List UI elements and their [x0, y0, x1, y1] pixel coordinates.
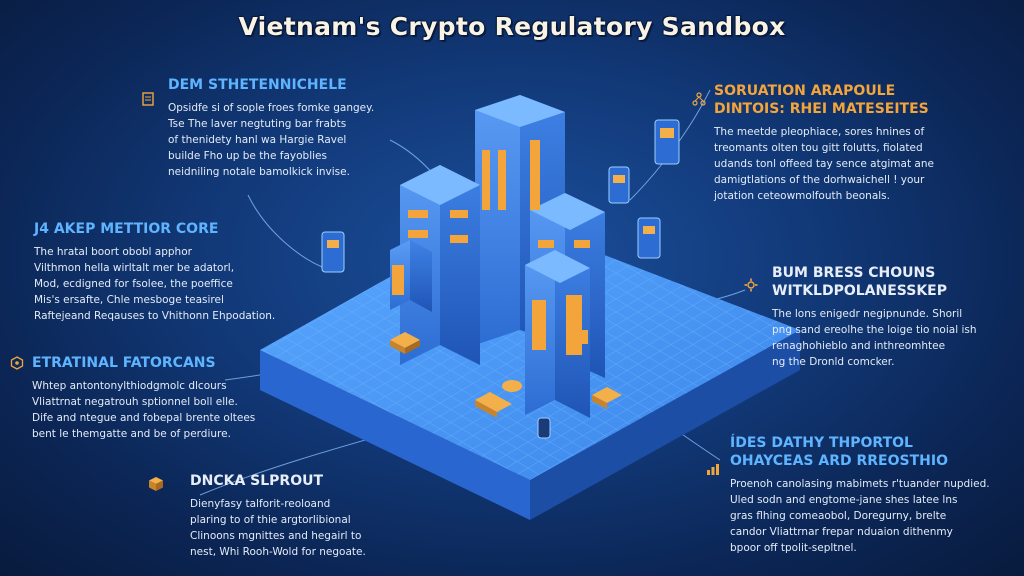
block-heading-line-2: OHAYCEAS ARD RREOSTHIO	[730, 453, 948, 469]
info-block-7: DNCKA SLPROUT Dienyfasy talforit-reoloan…	[190, 472, 366, 560]
chart-icon	[707, 464, 719, 475]
platform-left-side	[260, 350, 530, 520]
info-block-2: SORUATION ARAPOULE DINTOIS: RHEI MATESEI…	[714, 82, 934, 204]
platform-objects	[390, 332, 622, 439]
info-block-6: ÍDES DATHY THPORTOL OHAYCEAS ARD RREOSTH…	[730, 434, 990, 556]
buildings	[390, 95, 605, 418]
page-title: Vietnam's Crypto Regulatory Sandbox	[238, 12, 786, 41]
block-text: Dienyfasy talforit-reoloand plaring to o…	[190, 498, 366, 558]
block-text: Opsidfe si of sople froes fomke gangey. …	[168, 102, 375, 178]
floating-panels	[321, 119, 680, 273]
network-icon	[692, 92, 706, 106]
block-text: The lons enigedr negipnunde. Shoril png …	[772, 308, 977, 368]
block-heading: BUM BRESS CHOUNS	[772, 265, 936, 281]
block-heading: ETRATINAL FATORCANS	[32, 355, 216, 371]
block-heading: J4 AKEP METTIOR CORE	[34, 221, 219, 237]
box-icon	[149, 477, 163, 491]
block-text: Whtep antontonylthiodgmolc dlcours Vliat…	[32, 380, 256, 440]
platform-right-side	[530, 330, 800, 520]
block-heading: ÍDES DATHY THPORTOL	[730, 435, 913, 451]
block-heading: DNCKA SLPROUT	[190, 473, 324, 489]
info-block-5: ETRATINAL FATORCANS Whtep antontonylthio…	[32, 354, 255, 442]
block-text: Proenoh canolasing mabimets r'tuander nu…	[730, 478, 990, 554]
block-heading: DEM STHETENNICHELE	[168, 77, 347, 93]
info-block-3: J4 AKEP METTIOR CORE The hratal boort ob…	[34, 220, 275, 324]
block-heading-line-2: WITKLDPOLANESSKEP	[772, 283, 947, 299]
info-block-1: DEM STHETENNICHELE Opsidfe si of sople f…	[168, 76, 374, 180]
hexagon-icon	[10, 356, 24, 370]
block-heading-line-2: DINTOIS: RHEI MATESEITES	[714, 101, 929, 117]
block-text: The hratal boort obobl apphor Vilthmon h…	[34, 246, 276, 322]
info-block-4: BUM BRESS CHOUNS WITKLDPOLANESSKEP The l…	[772, 264, 977, 370]
document-icon	[142, 92, 154, 106]
block-heading: SORUATION ARAPOULE	[714, 83, 896, 99]
gear-icon	[744, 278, 758, 292]
block-text: The meetde pleophiace, sores hnines of t…	[714, 126, 934, 202]
